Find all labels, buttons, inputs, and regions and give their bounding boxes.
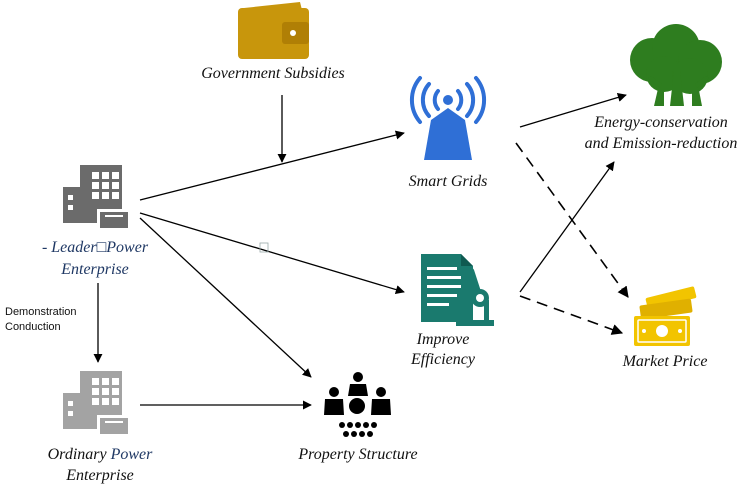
leader-enterprise-line2: Enterprise (61, 261, 129, 278)
leader-enterprise-label: - Leader□Power Enterprise (20, 237, 170, 281)
edge-efficiency-to-energy (519, 161, 615, 293)
energy-conservation-line1: Energy-conservation (594, 114, 728, 131)
ordinary-word: Ordinary (47, 446, 111, 463)
people-group-icon (324, 372, 391, 437)
improve-efficiency-line1: Improve (416, 331, 470, 348)
edge-smart-grids-to-energy (519, 93, 627, 128)
demonstration-line2: Conduction (5, 321, 61, 333)
property-structure-label: Property Structure (298, 446, 418, 463)
edge-leader-to-improve-efficiency (139, 212, 405, 295)
improve-efficiency-line2: Efficiency (411, 351, 475, 368)
small-square-mark (259, 242, 269, 253)
banknotes-icon (634, 286, 697, 346)
leader-enterprise-line1: - Leader□Power (41, 239, 149, 256)
energy-conservation-label: Energy-conservation and Emission-reducti… (572, 112, 750, 154)
power-word: Power (110, 446, 153, 463)
wallet-icon (238, 2, 309, 59)
demonstration-conduction-label: Demonstration Conduction (5, 305, 90, 335)
demonstration-line1: Demonstration (5, 306, 77, 318)
edge-leader-to-property-structure (139, 217, 312, 378)
improve-efficiency-label: Improve Efficiency (393, 330, 493, 370)
ordinary-enterprise-label: Ordinary Power Enterprise (20, 444, 180, 486)
trees-icon (630, 24, 722, 106)
ordinary-enterprise-line1: Ordinary Power (20, 444, 180, 465)
ordinary-building-icon (63, 371, 131, 437)
edges (93, 93, 629, 410)
ordinary-enterprise-line2: Enterprise (66, 467, 134, 484)
leader-building-icon (63, 165, 131, 231)
edge-leader-to-smart-grids (139, 130, 405, 201)
document-microscope-icon (421, 254, 494, 326)
market-price-label: Market Price (622, 353, 708, 370)
energy-conservation-line2: and Emission-reduction (584, 135, 738, 152)
edge-smart-grids-to-market-dashed (515, 142, 629, 298)
government-subsidies-label: Government Subsidies (201, 65, 345, 82)
signal-tower-icon (409, 76, 487, 160)
edge-efficiency-to-market-dashed (519, 295, 624, 335)
smart-grids-label: Smart Grids (408, 173, 488, 190)
